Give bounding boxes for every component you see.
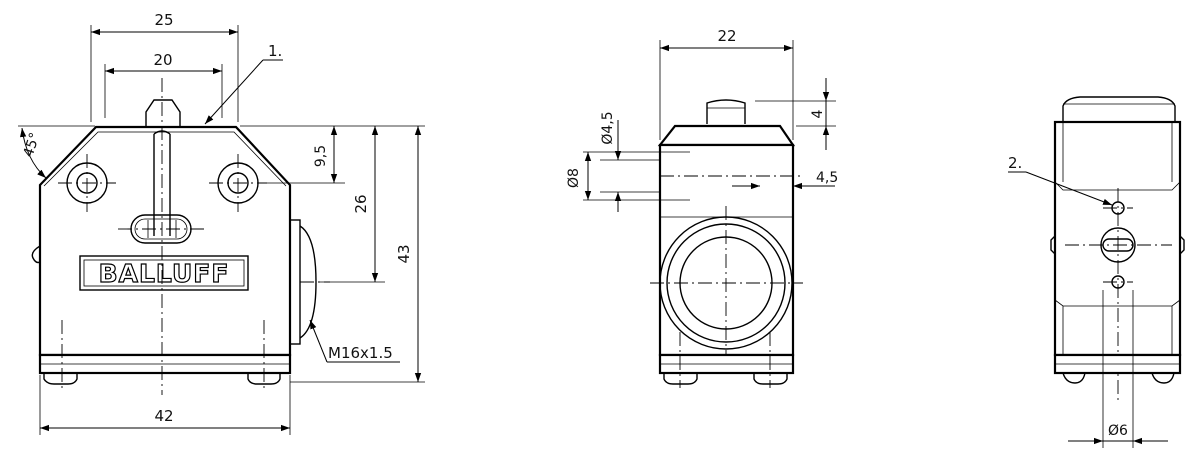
front-view: BALLUFF 25 20 1. 45° 9,5	[18, 11, 425, 435]
side-housing-outline	[658, 143, 795, 357]
balluff-logo: BALLUFF	[99, 259, 230, 288]
dim-side-depth: 4,5	[816, 170, 838, 186]
dim-thread: M16x1.5	[328, 344, 393, 362]
dim-front-total-width: 42	[154, 407, 173, 425]
dim-side-bore-dia: Ø8	[566, 168, 582, 188]
dim-front-total-height: 43	[395, 244, 413, 263]
dim-side-width: 22	[717, 27, 736, 45]
dim-front-width-inner: 20	[153, 51, 172, 69]
rear-housing-outline	[1053, 120, 1182, 357]
dim-front-connector-height: 26	[352, 194, 370, 213]
dim-side-counterbore-dia: Ø4,5	[600, 111, 616, 144]
front-mounting-hole-right	[209, 154, 267, 212]
callout-2: 2.	[1008, 154, 1022, 172]
callout-1: 1.	[268, 42, 282, 60]
front-plunger	[145, 99, 181, 127]
front-mounting-hole-left	[58, 154, 116, 212]
rear-view: 2. Ø6	[1008, 96, 1185, 448]
dim-chamfer-angle: 45°	[21, 131, 44, 160]
side-view: 22 4 Ø4,5 Ø8 4,5	[566, 27, 838, 388]
dim-front-hole-offset: 9,5	[313, 145, 329, 167]
balluff-logo-frame	[79, 255, 249, 291]
front-housing-outline	[38, 125, 292, 357]
dim-side-plunger-height: 4	[810, 109, 826, 118]
dim-front-width-outer: 25	[154, 11, 173, 29]
dim-rear-dia: Ø6	[1108, 423, 1128, 439]
